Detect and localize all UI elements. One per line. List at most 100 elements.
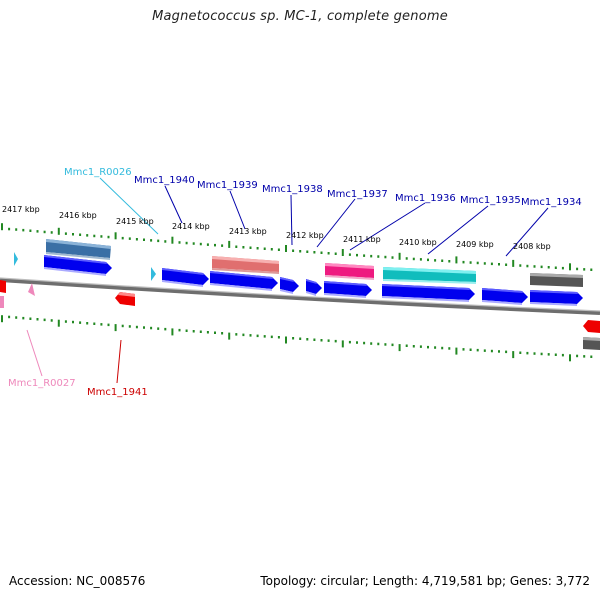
major-tick — [228, 332, 231, 340]
cog-block-magenta[interactable] — [325, 263, 374, 280]
ruler-label: 2409 kbp — [456, 240, 494, 249]
cog-block-steelblue[interactable] — [46, 239, 111, 260]
minor-tick — [270, 335, 273, 339]
minor-tick — [519, 351, 522, 354]
forward-cds-arrow[interactable] — [324, 281, 372, 298]
minor-tick — [79, 233, 82, 236]
reverse-cds-arrow-right[interactable] — [583, 320, 600, 333]
gene-label-r0026[interactable]: Mmc1_R0026 — [64, 167, 132, 178]
minor-tick — [356, 341, 358, 344]
minor-tick — [72, 233, 74, 236]
forward-cds-arrow[interactable] — [44, 255, 112, 276]
cog-block-salmon[interactable] — [212, 256, 279, 274]
minor-tick — [469, 261, 472, 264]
cog-track — [46, 239, 600, 350]
leader-lines — [26, 177, 549, 384]
gene-label-1940[interactable]: Mmc1_1940 — [134, 175, 195, 186]
leader-line-1934 — [505, 207, 549, 257]
minor-tick — [561, 266, 564, 270]
forward-cds-arrow[interactable] — [162, 268, 209, 287]
trna-feature-left[interactable] — [14, 252, 18, 266]
minor-tick — [306, 338, 309, 341]
minor-tick — [590, 355, 593, 358]
leader-line-1939 — [229, 190, 246, 230]
forward-cds-arrow[interactable] — [530, 290, 583, 306]
minor-tick — [277, 248, 280, 251]
gene-label-1936[interactable]: Mmc1_1936 — [395, 193, 456, 204]
minor-tick — [462, 260, 465, 264]
minor-tick — [434, 259, 437, 262]
minor-tick — [249, 246, 252, 249]
cog-block-gray-bottom[interactable] — [583, 337, 600, 350]
major-tick — [285, 336, 287, 344]
gene-label-1938[interactable]: Mmc1_1938 — [262, 184, 323, 195]
leader-line-1936 — [349, 202, 426, 251]
reverse-cds-arrow-edge[interactable] — [0, 280, 6, 293]
minor-tick — [242, 246, 245, 249]
minor-tick — [86, 322, 89, 325]
forward-cds-arrow[interactable] — [482, 288, 528, 305]
minor-tick — [100, 235, 103, 238]
minor-tick — [178, 328, 181, 332]
gene-label-1935[interactable]: Mmc1_1935 — [460, 195, 521, 206]
rrna-feature-left[interactable] — [0, 296, 4, 308]
minor-tick — [427, 345, 429, 349]
gene-label-r0027[interactable]: Mmc1_R0027 — [8, 378, 76, 389]
minor-tick — [43, 318, 46, 322]
minor-tick — [249, 334, 252, 337]
minor-tick — [8, 227, 11, 231]
minor-tick — [50, 231, 53, 234]
minor-tick — [270, 248, 273, 251]
minor-tick — [348, 253, 351, 256]
minor-tick — [561, 353, 564, 357]
major-tick — [341, 249, 344, 256]
minor-tick — [334, 339, 337, 343]
minor-tick — [15, 316, 18, 319]
minor-tick — [22, 316, 25, 320]
trna-feature[interactable] — [151, 267, 156, 281]
major-tick — [1, 223, 3, 231]
cog-block-cyan[interactable] — [383, 267, 476, 284]
minor-tick — [334, 252, 337, 255]
map-title: Magnetococcus sp. MC-1, complete genome — [152, 9, 448, 24]
forward-cds-arrow[interactable] — [306, 279, 322, 296]
minor-tick — [462, 348, 465, 351]
major-tick — [114, 324, 117, 332]
minor-tick — [157, 239, 160, 243]
minor-tick — [476, 261, 479, 265]
minor-tick — [235, 333, 238, 336]
minor-tick — [93, 234, 96, 238]
forward-cds-arrow[interactable] — [280, 277, 299, 294]
minor-tick — [214, 331, 216, 334]
gene-label-1937[interactable]: Mmc1_1937 — [327, 189, 388, 200]
gene-label-1941[interactable]: Mmc1_1941 — [87, 387, 148, 398]
rrna-feature[interactable] — [28, 283, 35, 296]
minor-tick — [533, 265, 536, 268]
ruler-label: 2416 kbp — [59, 211, 97, 220]
minor-tick — [533, 352, 536, 355]
minor-tick — [164, 240, 167, 243]
ruler-label: 2413 kbp — [229, 227, 267, 236]
ruler-label: 2412 kbp — [286, 231, 324, 240]
major-tick — [171, 328, 174, 336]
minor-tick — [121, 324, 124, 328]
gene-label-1934[interactable]: Mmc1_1934 — [521, 197, 582, 208]
forward-cds-arrow[interactable] — [210, 271, 278, 291]
reverse-cds-arrow[interactable] — [115, 292, 135, 306]
minor-tick — [419, 258, 422, 261]
minor-tick — [391, 343, 394, 347]
minor-tick — [121, 236, 124, 240]
minor-tick — [377, 255, 380, 258]
minor-tick — [547, 353, 550, 356]
cog-block-gray[interactable] — [530, 273, 583, 287]
minor-tick — [363, 341, 366, 345]
major-tick — [1, 315, 3, 323]
gene-label-1939[interactable]: Mmc1_1939 — [197, 180, 258, 191]
major-tick — [171, 236, 174, 244]
minor-tick — [235, 245, 238, 248]
minor-tick — [419, 345, 422, 348]
forward-cds-arrow[interactable] — [382, 284, 475, 302]
minor-tick — [8, 315, 11, 319]
minor-tick — [405, 257, 408, 260]
